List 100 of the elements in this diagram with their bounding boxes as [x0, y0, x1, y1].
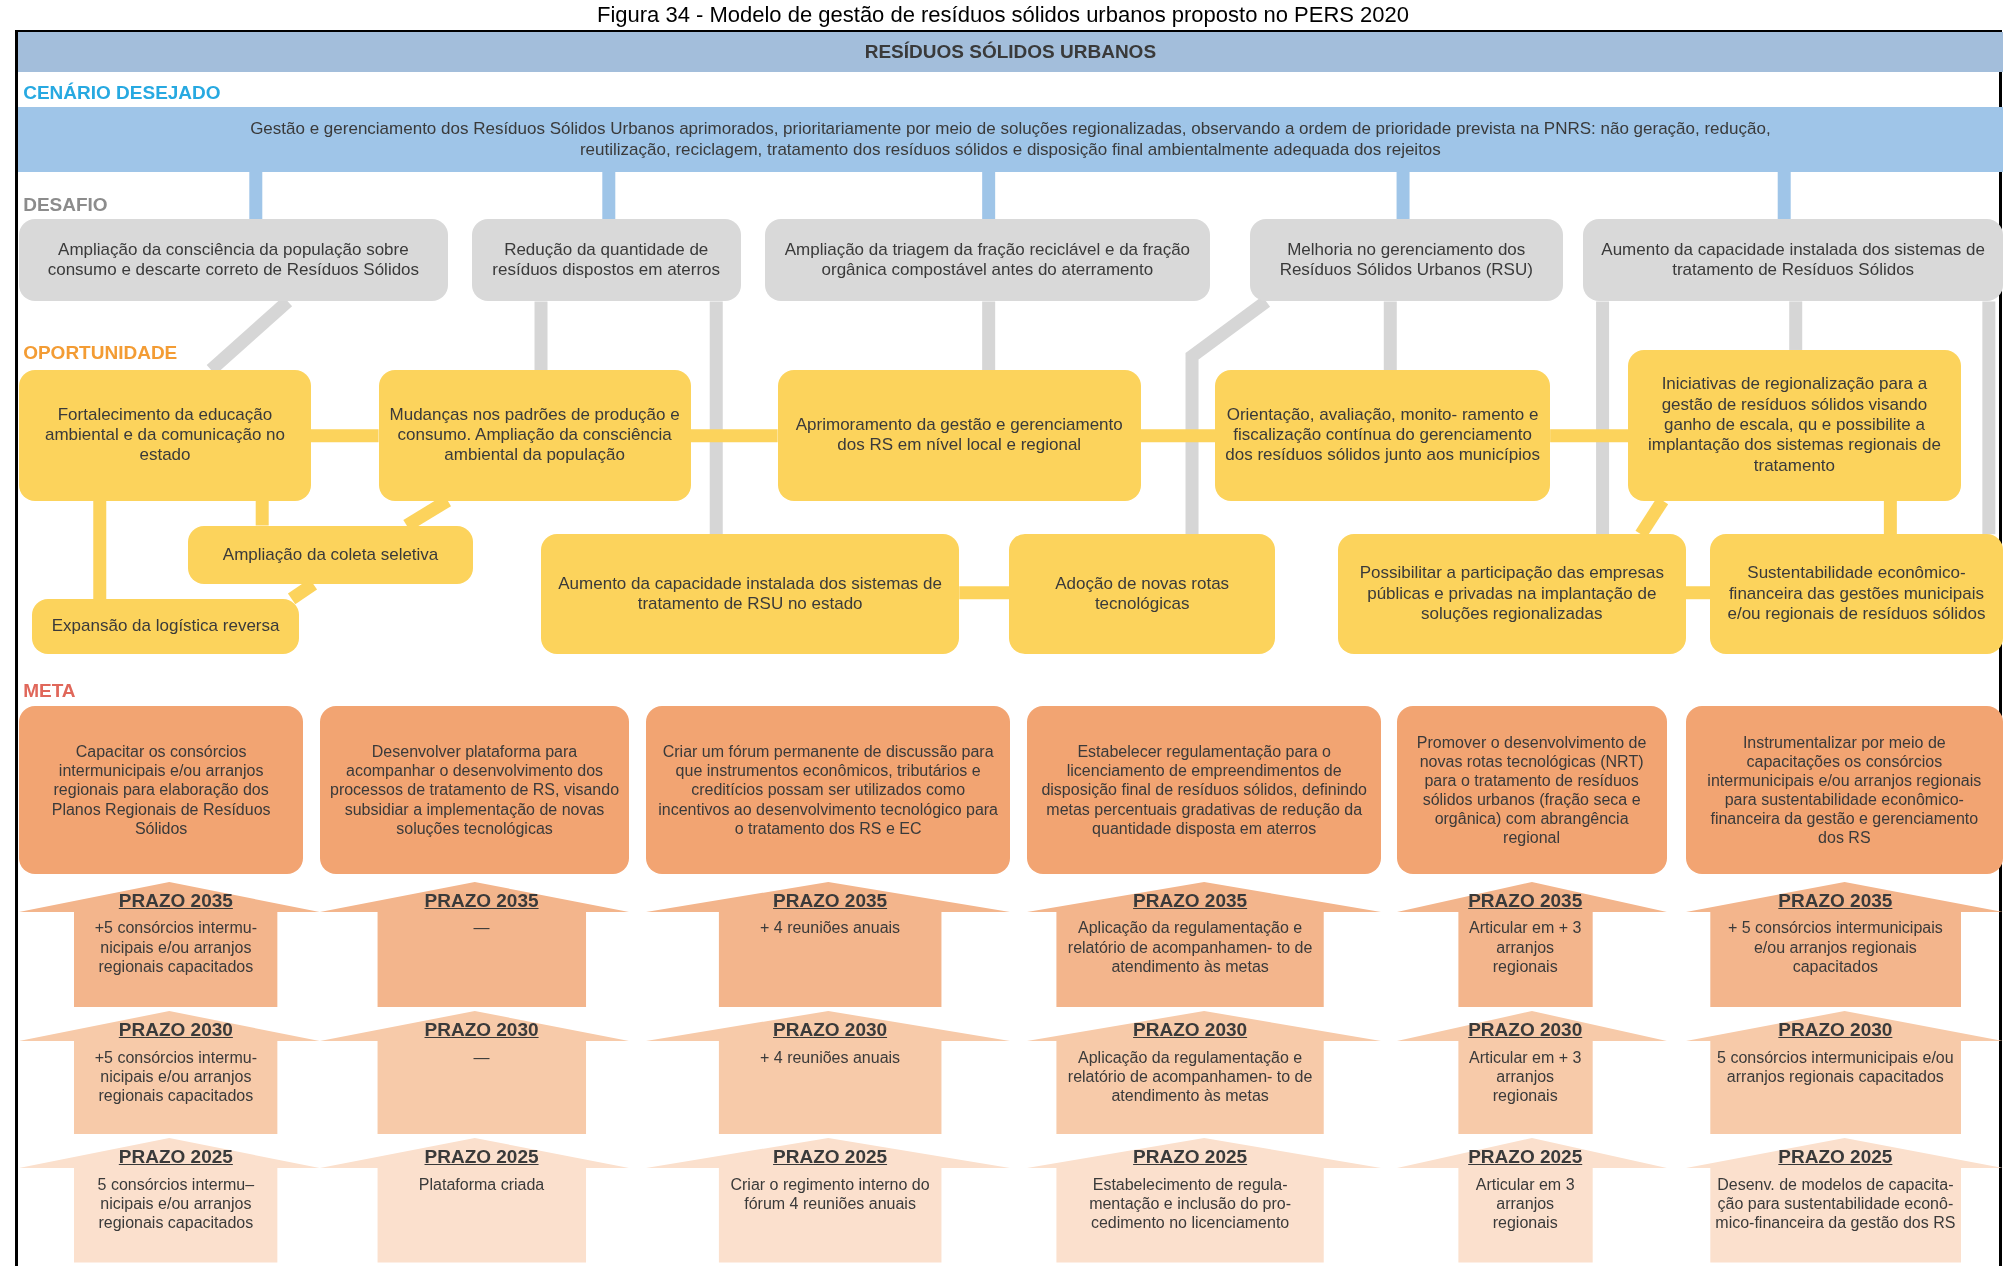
connector-line	[1685, 586, 1710, 600]
deadline-heading: PRAZO 2035	[773, 889, 888, 913]
figure-title: Figura 34 - Modelo de gestão de resíduos sólidos urbanos proposto no PERS 2020	[596, 2, 1410, 27]
deadline-shape	[1396, 1011, 1667, 1135]
deadline-shape	[1396, 1138, 1667, 1263]
box-text: Desenvolver plataforma para acompanhar o desenvolvimento dos processos de tratamento de RS, visando subsidiar a implementação de novas soluções tecnológicas	[329, 742, 620, 839]
connector-line	[1982, 301, 1996, 535]
deadline-heading: PRAZO 2030	[1468, 1019, 1583, 1042]
box-text: Ampliação da consciência da população sobre consumo e descarte correto de Resíduos Sólidos	[46, 239, 421, 281]
connector-line	[1883, 500, 1897, 535]
deadline-heading: PRAZO 2030	[1133, 1019, 1248, 1042]
deadline-heading: PRAZO 2030	[773, 1019, 888, 1042]
section-label: META	[23, 679, 76, 702]
box-text: Aumento da capacidade instalada dos sistemas de tratamento de RSU no estado	[557, 573, 943, 615]
opportunity-box	[1628, 349, 1961, 501]
opportunity-box	[541, 534, 960, 654]
deadline-text: 5 consórcios intermu– nicipais e/ou arranjos regionais capacitados	[96, 1174, 256, 1233]
box-text: Redução da quantidade de resíduos dispostos em aterros	[491, 239, 722, 281]
deadline-heading: PRAZO 2035	[424, 889, 539, 913]
deadline-heading: PRAZO 2035	[1133, 889, 1248, 913]
box-text: Instrumentalizar por meio de capacitações os consórcios intermunicipais e/ou arranjos regionais para sustentabilidade econômico-financeira da gestão e gerenciamento dos RS	[1706, 732, 1983, 848]
deadline-shape	[1396, 881, 1667, 1008]
box-text: Sustentabilidade econômico-financeira das gestões municipais e/ou regionais de resíduos sólidos	[1726, 563, 1987, 625]
deadline-text: + 4 reuniões anuais	[760, 1047, 901, 1068]
goal-box	[19, 706, 304, 875]
connector-line	[255, 500, 269, 526]
connector-line	[1596, 301, 1610, 535]
deadline-text: Articular em 3 arranjos regionais	[1474, 1174, 1576, 1233]
connector-line	[982, 171, 996, 220]
deadline-text: —	[473, 918, 490, 938]
connector-line	[1777, 171, 1791, 220]
box-text: Fortalecimento da educação ambiental e da comunicação no estado	[43, 404, 286, 466]
deadline-text: Criar o regimento interno do fórum 4 reuniões anuais	[729, 1174, 931, 1214]
deadline-shape	[19, 1011, 320, 1135]
deadline-shape	[19, 881, 320, 1008]
scenario-box	[17, 107, 2003, 172]
deadline-text: Estabelecimento de regula- mentação e inclusão do pro- cedimento no licenciamento	[1088, 1174, 1293, 1233]
goal-box	[1685, 706, 2003, 875]
section-label: DESAFIO	[23, 194, 108, 217]
header-band	[17, 32, 2003, 73]
opportunity-box	[1337, 534, 1686, 654]
box-text: Iniciativas de regionalização para a gestão de resíduos sólidos visando ganho de escala, qu e possibilite a implantação dos sistemas regionais de tratamento	[1646, 374, 1942, 477]
deadline-heading: PRAZO 2030	[118, 1019, 233, 1042]
box-text: Capacitar os consórcios intermunicipais e/ou arranjos regionais para elaboração dos Planos Regionais de Resíduos Sólidos	[50, 742, 272, 839]
box-text: Possibilitar a participação das empresas públicas e privadas na implantação de soluções regionalizadas	[1358, 563, 1665, 625]
section-label: OPORTUNIDADE	[23, 342, 178, 365]
box-text: Ampliação da coleta seletiva	[222, 544, 439, 565]
deadline-heading: PRAZO 2030	[1778, 1019, 1893, 1042]
opportunity-box	[378, 369, 691, 501]
deadline-text: +5 consórcios intermu- nicipais e/ou arranjos regionais capacitados	[93, 1047, 258, 1106]
deadline-text: +5 consórcios intermu- nicipais e/ou arranjos regionais capacitados	[93, 918, 258, 976]
deadline-heading: PRAZO 2025	[118, 1146, 233, 1169]
opportunity-box	[777, 369, 1141, 501]
opportunity-box	[188, 525, 474, 584]
challenge-box	[19, 219, 448, 302]
goal-box	[319, 706, 630, 875]
deadline-heading: PRAZO 2025	[1133, 1146, 1248, 1169]
connector-line	[310, 429, 379, 443]
connector-line	[249, 171, 263, 220]
connector-line	[1789, 301, 1803, 350]
connector-line	[1140, 429, 1216, 443]
opportunity-box	[19, 369, 311, 501]
connector-line	[1396, 171, 1410, 220]
box-text: Melhoria no gerenciamento dos Resíduos Sólidos Urbanos (RSU)	[1278, 239, 1534, 281]
challenge-box	[1249, 219, 1563, 302]
section-label: CENÁRIO DESEJADO	[23, 82, 221, 105]
deadline-heading: PRAZO 2025	[424, 1146, 539, 1169]
deadline-heading: PRAZO 2035	[1468, 889, 1583, 913]
goal-box	[1396, 706, 1667, 875]
deadline-heading: PRAZO 2030	[424, 1019, 539, 1042]
deadline-text: Desenv. de modelos de capacita- ção para sustentabilidade econô- mico-financeira da gestão dos RS	[1714, 1174, 1957, 1233]
challenge-box	[1583, 219, 2003, 302]
box-text: Expansão da logística reversa	[51, 616, 280, 637]
deadline-text: Plataforma criada	[418, 1174, 545, 1195]
connector-line	[709, 301, 723, 535]
deadline-text: + 5 consórcios intermunicipais e/ou arranjos regionais capacitados	[1726, 918, 1944, 976]
opportunity-box	[1710, 534, 2003, 654]
deadline-heading: PRAZO 2025	[1468, 1146, 1583, 1169]
header-text: RESÍDUOS SÓLIDOS URBANOS	[864, 41, 1157, 64]
box-text: Gestão e gerenciamento dos Resíduos Sólidos Urbanos aprimorados, prioritariamente por meio de soluções regionalizadas, observando a ordem de prioridade prevista na PNRS: não geração, redução, reutilização, reciclagem, tratamento dos resíduos sólidos e disposição final ambientalmente adequada dos rejeitos	[249, 119, 1772, 160]
connector-line	[1383, 301, 1397, 370]
deadline-text: Aplicação da regulamentação e relatório de acompanhamen- to de atendimento às metas	[1066, 918, 1314, 976]
deadline-text: 5 consórcios intermunicipais e/ou arranjos regionais capacitados	[1716, 1047, 1955, 1087]
deadline-shape	[19, 1138, 320, 1263]
box-text: Ampliação da triagem da fração reciclável e da fração orgânica compostável antes do aterramento	[783, 239, 1192, 281]
box-text: Adoção de novas rotas tecnológicas	[1054, 573, 1231, 615]
opportunity-box	[1009, 534, 1276, 654]
deadline-heading: PRAZO 2025	[1778, 1146, 1893, 1169]
box-text: Criar um fórum permanente de discussão para que instrumentos econômicos, tributários e creditícios possam ser utilizados como incentivos ao desenvolvimento tecnológico para o tratamento dos RS e EC	[657, 742, 999, 839]
opportunity-box	[1215, 369, 1551, 501]
connector-line	[982, 301, 996, 370]
box-text: Aprimoramento da gestão e gerenciamento dos RS em nível local e regional	[794, 414, 1124, 456]
deadline-text: Articular em + 3 arranjos regionais	[1467, 918, 1583, 976]
challenge-box	[764, 219, 1210, 302]
goal-box	[645, 706, 1011, 875]
deadline-text: Aplicação da regulamentação e relatório de acompanhamen- to de atendimento às metas	[1066, 1047, 1314, 1106]
connector-line	[1550, 429, 1629, 443]
deadline-heading: PRAZO 2025	[773, 1146, 888, 1169]
deadline-text: Articular em + 3 arranjos regionais	[1467, 1047, 1583, 1106]
challenge-box	[471, 219, 741, 302]
